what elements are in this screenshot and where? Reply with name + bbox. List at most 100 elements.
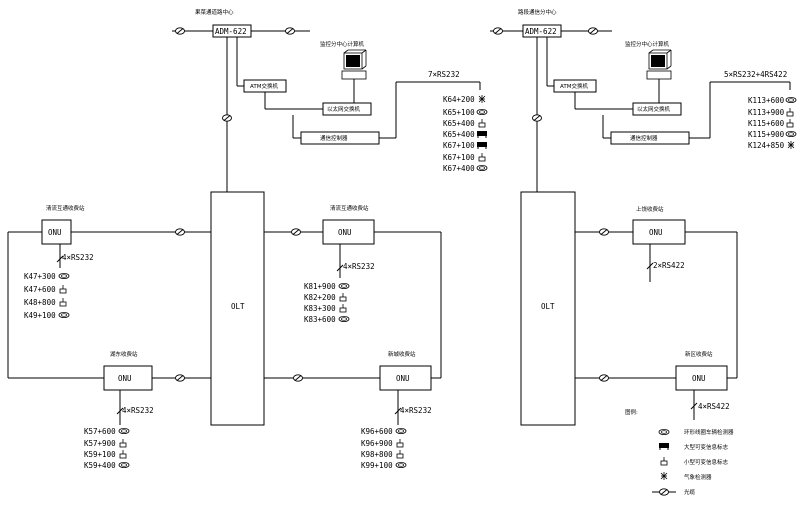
- device-label: K67+400: [443, 164, 475, 173]
- monitor-computer-icon: [646, 49, 672, 80]
- device-label: K81+900: [304, 282, 336, 291]
- vehicle-detector-icon: [785, 97, 797, 103]
- comm-controller-label: 通信控制器: [320, 134, 348, 142]
- comm-controller-label: 通信控制器: [630, 134, 658, 142]
- vms-small-icon: [660, 456, 668, 466]
- left-system: 果菜通道路中心 ADM-622 ATM交换机 以太网交换机 监控分中心计算机 通…: [7, 8, 488, 470]
- legend-label: 小型可变信息标志: [684, 458, 729, 466]
- device-label: K98+800: [361, 450, 393, 459]
- device-label: K59+400: [84, 461, 116, 470]
- device-label: K96+900: [361, 439, 393, 448]
- weather-detector-icon: [787, 140, 795, 150]
- vms-small-icon: [339, 303, 347, 313]
- legend-title: 图例:: [625, 408, 638, 416]
- vehicle-detector-icon: [658, 428, 670, 436]
- legend-label: 气象检测器: [684, 473, 712, 481]
- fiber-joint-icon: [532, 114, 542, 122]
- onu-node: 上饶收费站 ONU 2×RS422: [632, 205, 686, 282]
- vehicle-detector-icon: [785, 130, 797, 138]
- monitor-pc-label: 监控分中心计算机: [320, 40, 365, 48]
- device-label: K115+600: [748, 119, 785, 128]
- onu-label: ONU: [338, 228, 352, 237]
- vms-small-icon: [119, 438, 127, 448]
- device-label: K96+600: [361, 427, 393, 436]
- onu-box: [322, 219, 375, 245]
- device-label: K47+300: [24, 272, 56, 281]
- device-label: K99+100: [361, 461, 393, 470]
- onu-box: [379, 365, 432, 391]
- device-label: K65+400: [443, 130, 475, 139]
- vms-large-icon: [658, 442, 670, 451]
- vehicle-detector-icon: [476, 164, 488, 172]
- fiber-joint-icon: [222, 114, 232, 122]
- onu-node: 新城收费站 ONU 4×RS232 K96+600 K96+900 K98+80…: [361, 350, 432, 470]
- serial-label: 4×RS232: [122, 406, 154, 415]
- serial-label: 4×RS232: [400, 406, 432, 415]
- vms-small-icon: [786, 107, 794, 117]
- device-label: K57+900: [84, 439, 116, 448]
- device-label: K64+200: [443, 95, 475, 104]
- olt-label: OLT: [231, 302, 245, 311]
- vehicle-detector-icon: [118, 461, 130, 469]
- station-label: 上饶收费站: [636, 205, 664, 213]
- onu-label: ONU: [692, 374, 706, 383]
- vms-small-icon: [478, 118, 486, 128]
- serial-label: 4×RS232: [62, 253, 94, 262]
- olt-label: OLT: [541, 302, 555, 311]
- fiber-joint-icon: [291, 228, 301, 236]
- vms-small-icon: [119, 449, 127, 459]
- vehicle-detector-icon: [118, 427, 130, 435]
- vehicle-detector-icon: [476, 109, 488, 115]
- onu-box: [675, 365, 728, 391]
- device-label: K57+600: [84, 427, 116, 436]
- adm-box: [522, 24, 562, 38]
- serial-label: 2×RS422: [653, 261, 685, 270]
- device-label: K115+900: [748, 130, 785, 139]
- fiber-joint-icon: [175, 27, 185, 35]
- onu-node: 新区收费站 ONU 4×RS422: [675, 350, 730, 420]
- device-label: K83+300: [304, 304, 336, 313]
- station-label: 清流互通收费站: [46, 204, 85, 212]
- vms-small-icon: [786, 118, 794, 128]
- atm-switch-label: ATM交换机: [250, 82, 278, 90]
- device-label: K59+100: [84, 450, 116, 459]
- device-label: K67+100: [443, 141, 475, 150]
- olt-box: [520, 191, 576, 426]
- adm-label: ADM-622: [215, 27, 247, 36]
- onu-node: 清流互通收费站 ONU 4×RS232 K47+300 K47+600 K48+…: [24, 204, 94, 320]
- vehicle-detector-icon: [58, 311, 70, 319]
- device-label: K47+600: [24, 285, 56, 294]
- onu-node: 湖东收费站 ONU 4×RS232 K57+600 K57+900 K59+10…: [84, 350, 154, 470]
- onu-node: 清流互通收费站 ONU 4×RS232 K81+900 K82+200 K83+…: [304, 204, 375, 324]
- vehicle-detector-icon: [395, 461, 407, 469]
- center-title: 路段通信分中心: [518, 8, 557, 16]
- weather-detector-icon: [660, 471, 668, 481]
- device-label: K113+600: [748, 96, 785, 105]
- station-label: 新区收费站: [685, 350, 713, 358]
- serial-label: 4×RS422: [698, 402, 730, 411]
- ethernet-switch-label: 以太网交换机: [637, 105, 671, 113]
- weather-detector-icon: [478, 94, 486, 104]
- legend-label: 环形线圈车辆检测器: [684, 428, 734, 436]
- vehicle-detector-icon: [58, 272, 70, 280]
- fiber-joint-icon: [599, 228, 609, 236]
- fiber-joint-icon: [175, 374, 185, 382]
- vms-large-icon: [476, 141, 488, 150]
- vms-small-icon: [478, 152, 486, 162]
- onu-box: [632, 219, 686, 245]
- serial-label: 7×RS232: [428, 70, 460, 79]
- station-label: 清流互通收费站: [330, 204, 369, 212]
- vms-large-icon: [476, 130, 488, 139]
- vms-small-icon: [396, 449, 404, 459]
- vms-small-icon: [59, 297, 67, 307]
- device-label: K113+900: [748, 108, 785, 117]
- center-device-list: K64+200 K65+100 K65+400 K65+400 K67+100 …: [443, 94, 488, 173]
- onu-box: [41, 219, 72, 245]
- onu-label: ONU: [396, 374, 410, 383]
- legend-label: 光缆: [684, 488, 696, 496]
- vehicle-detector-icon: [338, 315, 350, 323]
- vehicle-detector-icon: [395, 427, 407, 435]
- serial-label: 4×RS232: [343, 262, 375, 271]
- fiber-joint-icon: [599, 374, 609, 382]
- fiber-joint-icon: [293, 374, 303, 382]
